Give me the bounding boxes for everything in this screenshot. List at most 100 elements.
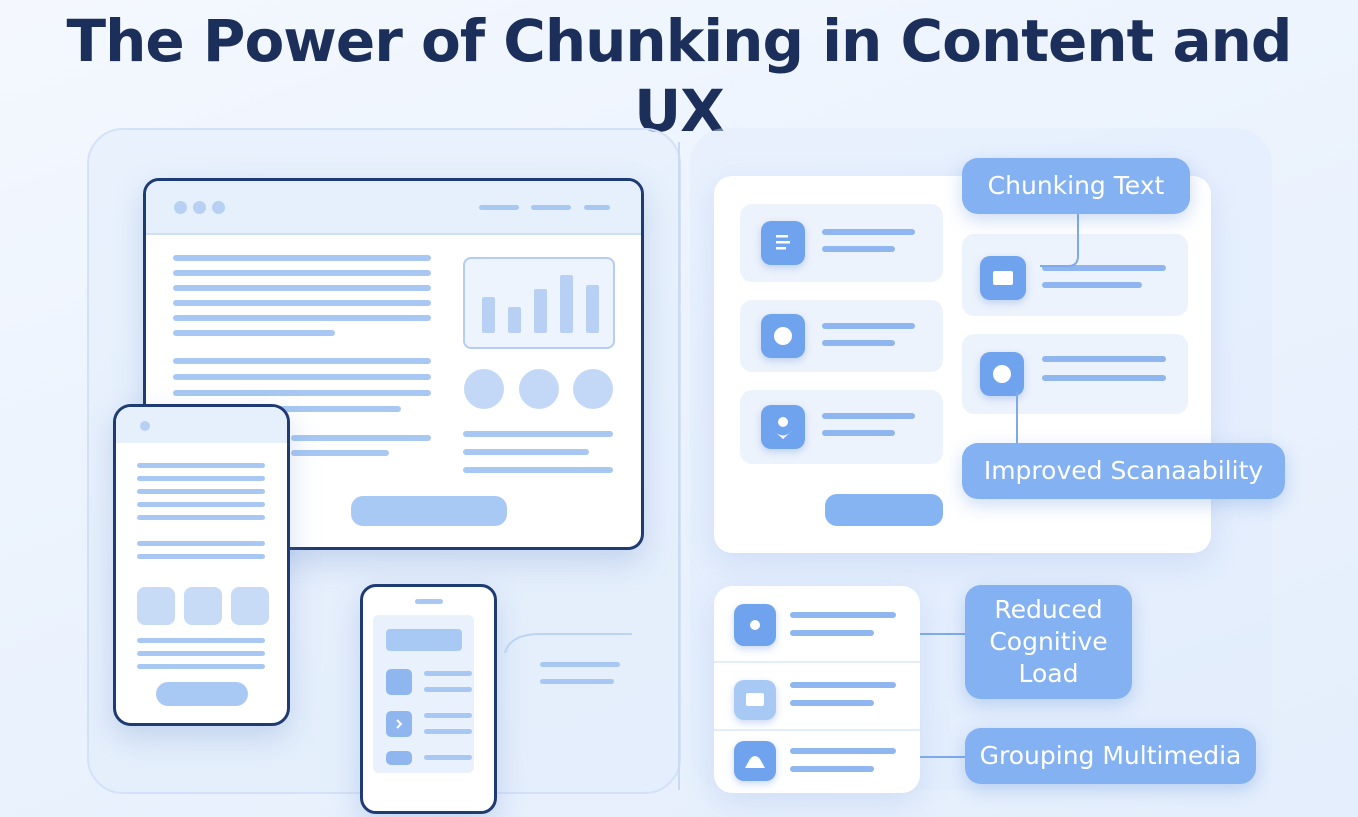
circle-icon [761, 314, 805, 358]
chart-bar [586, 285, 599, 333]
text-line [822, 229, 915, 235]
text-line [424, 729, 472, 734]
text-line [173, 255, 431, 261]
list-thumb [386, 751, 412, 765]
circle-icon [980, 352, 1024, 396]
user-icon [761, 405, 805, 449]
dot-icon [734, 604, 776, 646]
phone-speaker [415, 599, 443, 604]
text-line [822, 413, 915, 419]
text-line [137, 651, 265, 656]
connector-curve [504, 633, 632, 654]
text-line [173, 330, 335, 336]
text-line [463, 449, 589, 455]
text-line [137, 664, 265, 669]
text-line [822, 246, 895, 252]
text-line [291, 435, 431, 441]
media-circle [464, 369, 504, 409]
bar-chart-widget [463, 257, 615, 349]
connector-line [920, 756, 966, 758]
text-line [790, 766, 874, 772]
chunk-tile [740, 204, 943, 282]
text-line [790, 630, 874, 636]
cta-button[interactable] [351, 496, 507, 526]
text-line [540, 679, 614, 684]
text-line [790, 612, 896, 618]
text-line [137, 489, 265, 494]
text-line [424, 671, 472, 676]
window-dot [212, 201, 225, 214]
list-thumb [386, 711, 412, 737]
document-icon [761, 221, 805, 265]
text-line [1042, 265, 1166, 271]
text-line [822, 340, 895, 346]
text-line [173, 358, 431, 364]
image-icon [734, 741, 776, 781]
screen-icon [734, 680, 776, 720]
text-line [822, 430, 895, 436]
phone-screen [373, 615, 474, 773]
text-line [173, 300, 431, 306]
tablet-button[interactable] [156, 682, 248, 706]
list-thumb [386, 669, 412, 695]
text-line [540, 662, 620, 667]
text-line [173, 315, 431, 321]
text-line [137, 515, 265, 520]
text-line [790, 700, 874, 706]
text-line [173, 270, 431, 276]
text-line [424, 713, 472, 718]
camera-dot [140, 421, 150, 431]
nav-line [479, 205, 519, 210]
text-line [1042, 282, 1142, 288]
text-line [790, 682, 896, 688]
connector-line [1040, 210, 1079, 267]
tablet-device [113, 404, 290, 726]
text-line [424, 687, 472, 692]
connector-line [920, 633, 966, 635]
browser-toolbar [146, 181, 641, 235]
text-line [137, 502, 265, 507]
label-chunking-text: Chunking Text [962, 158, 1190, 214]
text-line [1042, 356, 1166, 362]
media-square [231, 587, 269, 625]
text-line [137, 638, 265, 643]
text-line [137, 541, 265, 546]
text-line [291, 450, 389, 456]
chart-bar [560, 275, 573, 333]
text-line [822, 323, 915, 329]
chart-bar [534, 289, 547, 333]
text-line [173, 406, 401, 412]
chunk-tile [962, 234, 1188, 316]
chart-bar [508, 307, 521, 333]
multimedia-list-card [714, 586, 920, 793]
window-dot [193, 201, 206, 214]
row-divider [714, 661, 920, 663]
connector-line [1016, 392, 1018, 448]
browser-window [143, 178, 644, 550]
center-divider [678, 142, 680, 790]
text-line [137, 476, 265, 481]
nav-line [584, 205, 610, 210]
chunk-tile [740, 390, 943, 464]
media-circle [519, 369, 559, 409]
text-line [790, 748, 896, 754]
screen-icon [980, 256, 1026, 300]
label-improved-scanability: Improved Scanaability [962, 443, 1285, 499]
card-button[interactable] [825, 494, 943, 526]
text-line [424, 755, 472, 760]
window-dot [174, 201, 187, 214]
text-line [1042, 375, 1166, 381]
media-circle [573, 369, 613, 409]
chunk-tile [740, 300, 943, 372]
media-square [184, 587, 222, 625]
phone-device [360, 584, 497, 814]
text-line [463, 467, 613, 473]
text-line [137, 554, 265, 559]
chevron-right-icon [396, 719, 403, 729]
row-divider [714, 729, 920, 731]
text-line [173, 374, 431, 380]
chunk-tile [962, 334, 1188, 414]
phone-header-bar [386, 629, 462, 651]
text-line [137, 463, 265, 468]
page-title: The Power of Chunking in Content and UX [66, 7, 1293, 145]
